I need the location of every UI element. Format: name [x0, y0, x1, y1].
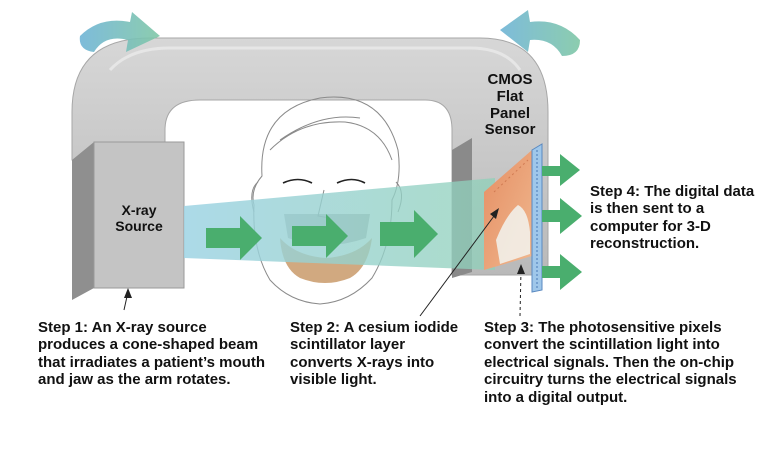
step-2-body: A cesium iodide scintillator layer conve… [290, 319, 459, 389]
beam-arrow-icon [206, 216, 262, 260]
rotation-arrow-icon [79, 12, 160, 52]
c-arm-top-highlight [108, 46, 522, 72]
signal-arrows [542, 154, 582, 290]
beam-arrows [206, 210, 438, 260]
step-3-heading: Step 3: [484, 319, 535, 336]
step-4-heading: Step 4: [590, 183, 641, 200]
step3-leader-tip [517, 264, 525, 274]
step-1-heading: Step 1: [38, 319, 89, 336]
signal-arrow-icon [542, 154, 580, 186]
step2-leader-tip [490, 208, 499, 219]
step-3-text: Step 3: The photosensitive pixels conver… [484, 319, 756, 406]
rotation-arrow-icon [500, 10, 580, 56]
step-3-body: The photosensitive pixels convert the sc… [484, 319, 737, 406]
step-4-text: Step 4: The digital data is then sent to… [590, 183, 755, 253]
right-eye [336, 178, 366, 184]
source-housing [93, 141, 185, 289]
step-1-text: Step 1: An X-ray source produces a cone-… [38, 319, 268, 389]
left-eye [282, 178, 313, 184]
beam-arrow-icon [292, 214, 348, 258]
hair-lines [269, 116, 393, 161]
c-arm-body [71, 37, 549, 276]
xray-source-label: X-ray Source [115, 202, 163, 235]
step2-leader [419, 211, 498, 317]
step-2-heading: Step 2: [290, 319, 341, 336]
step-4-body: The digital data is then sent to a compu… [590, 183, 755, 253]
step1-leader-tip [124, 288, 132, 298]
scintillator-light [496, 205, 530, 264]
xray-beam [184, 178, 495, 270]
signal-arrow-icon [542, 198, 582, 234]
beam-arrow-icon [380, 210, 438, 258]
leader-lines [123, 208, 525, 317]
signal-arrow-icon [542, 254, 582, 290]
source-housing-side [72, 142, 94, 300]
step-2-text: Step 2: A cesium iodide scintillator lay… [290, 319, 460, 389]
step3-leader [519, 269, 522, 317]
step-1-body: An X-ray source produces a cone-shaped b… [38, 319, 265, 389]
cmos-sensor-label: CMOS Flat Panel Sensor [484, 71, 536, 139]
